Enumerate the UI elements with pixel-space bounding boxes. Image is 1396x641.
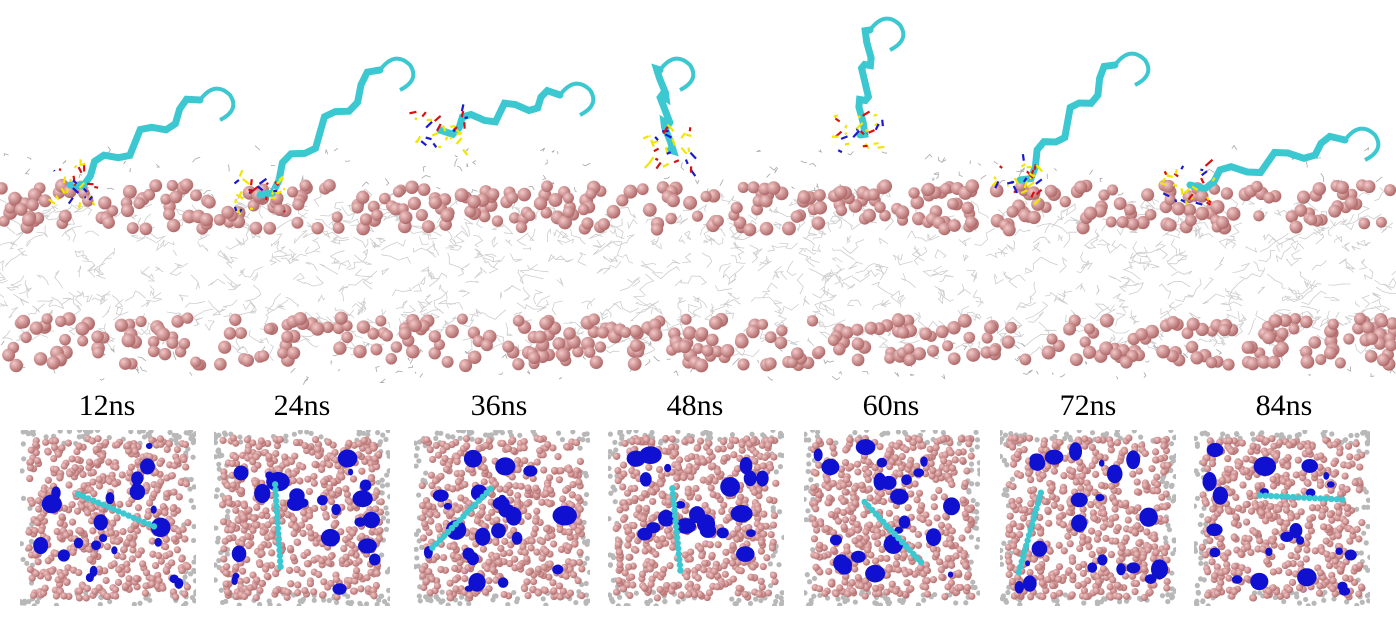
pore-regions <box>626 446 769 562</box>
peptide-chain <box>271 481 284 570</box>
peptide-84ns <box>1159 126 1381 206</box>
peptide-chain <box>1015 489 1045 576</box>
headgroup-spheres <box>1198 434 1366 602</box>
top-view-12ns <box>20 430 196 606</box>
peptide-48ns <box>642 56 697 177</box>
peptide-chain <box>669 485 684 574</box>
time-label-60ns: 60ns <box>862 389 920 422</box>
pore-regions <box>231 449 381 595</box>
top-view-60ns <box>804 430 980 606</box>
top-view-36ns <box>414 430 590 606</box>
headgroup-spheres <box>0 178 1396 373</box>
peptide-72ns <box>991 51 1151 206</box>
peptide-chain <box>1256 492 1346 503</box>
peptide-24ns <box>233 56 416 216</box>
pore-regions <box>813 439 961 583</box>
time-label-84ns: 84ns <box>1255 389 1313 422</box>
pore-regions <box>1202 442 1357 596</box>
time-label-48ns: 48ns <box>666 389 724 422</box>
peptide-chain <box>429 485 494 551</box>
time-label-24ns: 24ns <box>273 389 331 422</box>
tail-spheres <box>608 430 784 606</box>
top-view-24ns <box>214 430 390 606</box>
peptide-12ns <box>48 86 236 209</box>
top-view-48ns <box>608 430 784 606</box>
peptide-chain <box>861 498 925 566</box>
peptide-chain <box>74 490 158 530</box>
membrane-side-view <box>0 16 1396 385</box>
pore-regions <box>1014 442 1169 594</box>
peptide-36ns <box>409 81 596 156</box>
headgroup-spheres <box>25 435 192 602</box>
peptide-60ns <box>831 16 906 154</box>
pore-regions <box>423 449 577 592</box>
time-label-12ns: 12ns <box>78 389 136 422</box>
time-label-36ns: 36ns <box>470 389 528 422</box>
top-view-84ns <box>1194 430 1370 606</box>
top-view-72ns <box>1000 430 1176 606</box>
time-label-72ns: 72ns <box>1059 389 1117 422</box>
pore-regions <box>33 442 184 589</box>
